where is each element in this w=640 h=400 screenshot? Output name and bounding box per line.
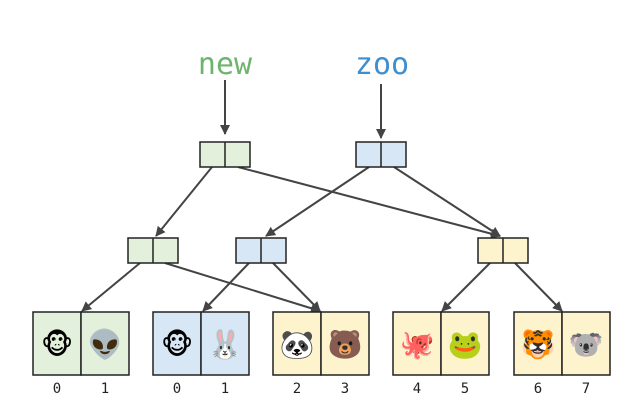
rabbit-icon: 🐰 xyxy=(208,328,243,361)
inner-node-green xyxy=(127,237,179,264)
leaf-slot xyxy=(200,311,250,376)
leaf-slot xyxy=(513,311,563,376)
leaf-slot xyxy=(272,311,322,376)
slot-index-label: 1 xyxy=(101,381,109,397)
edge-blue-inner-to-leaf-1 xyxy=(202,262,250,312)
octopus-icon: 🐙 xyxy=(400,328,435,361)
slot-index-label: 5 xyxy=(461,381,469,397)
edge-green-inner-to-leaf-2 xyxy=(164,262,321,314)
edge-blue-inner-to-leaf-2 xyxy=(272,262,321,312)
bear-icon: 🐻 xyxy=(328,327,363,361)
root-node-new xyxy=(199,141,251,168)
slot-index-label: 4 xyxy=(413,381,421,397)
slot-index-label: 6 xyxy=(534,381,542,397)
edge-new-to-yellow-inner xyxy=(237,166,501,239)
frog-icon: 🐸 xyxy=(448,328,483,361)
inner-node-yellow xyxy=(477,237,529,264)
panda-icon: 🐼 xyxy=(280,328,315,361)
monkey-icon: 🐵 xyxy=(41,328,73,361)
leaf-slot xyxy=(32,311,82,376)
root-label-zoo: zoo xyxy=(355,47,409,82)
leaf-slot xyxy=(320,311,370,376)
leaf-slot xyxy=(80,311,130,376)
slot-index-label: 3 xyxy=(341,381,349,397)
edges xyxy=(81,80,563,314)
root-label-new: new xyxy=(198,47,253,82)
edge-zoo-to-blue-inner xyxy=(265,166,370,237)
leaf-slot xyxy=(561,311,611,376)
root-node-zoo xyxy=(355,141,407,168)
tiger-icon: 🐯 xyxy=(521,327,556,361)
koala-icon: 🐨 xyxy=(569,328,604,361)
inner-node-blue xyxy=(235,237,287,264)
leaf-slot xyxy=(440,311,490,376)
leaf-node-0: 🐵 0 👽 1 xyxy=(32,311,130,397)
edge-yellow-inner-to-leaf-4 xyxy=(514,262,563,312)
leaf-slot xyxy=(152,311,202,376)
alien-icon: 👽 xyxy=(88,327,123,361)
edge-green-inner-to-leaf-0 xyxy=(81,262,141,312)
slot-index-label: 2 xyxy=(293,381,301,397)
slot-index-label: 0 xyxy=(173,381,181,397)
slot-index-label: 7 xyxy=(582,381,590,397)
edge-yellow-inner-to-leaf-3 xyxy=(441,262,491,312)
slot-index-label: 0 xyxy=(53,381,61,397)
leaf-node-3: 🐙 4 🐸 5 xyxy=(392,311,490,397)
edge-zoo-to-yellow-inner xyxy=(393,166,501,237)
slot-index-label: 1 xyxy=(221,381,229,397)
leaf-nodes: 🐵 0 👽 1 🐵 0 🐰 1 🐼 2 🐻 3 🐙 4 🐸 5 🐯 6 🐨 7 xyxy=(32,311,611,397)
monkey-icon: 🐵 xyxy=(161,328,193,361)
leaf-node-1: 🐵 0 🐰 1 xyxy=(152,311,250,397)
leaf-node-4: 🐯 6 🐨 7 xyxy=(513,311,611,397)
edge-new-to-green-inner xyxy=(155,166,213,237)
leaf-node-2: 🐼 2 🐻 3 xyxy=(272,311,370,397)
